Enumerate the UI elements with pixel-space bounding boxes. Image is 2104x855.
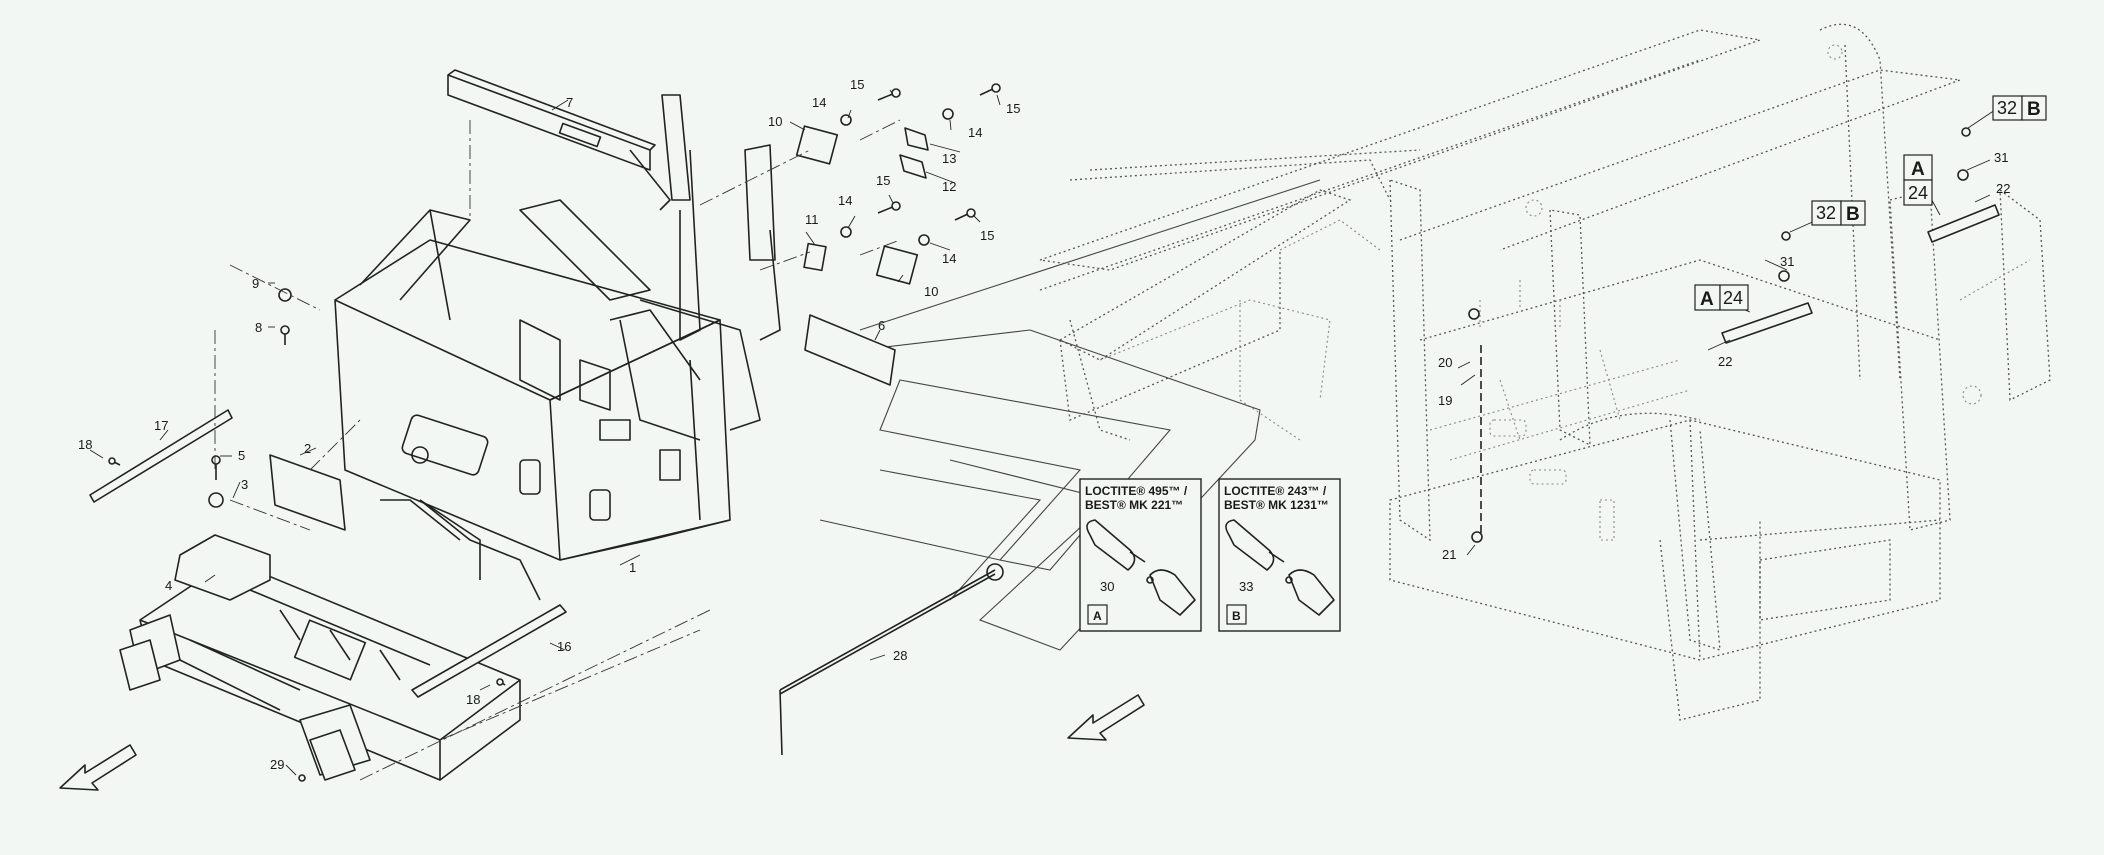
cover-plate-2 — [269, 454, 346, 531]
callout-20: 20 — [1438, 355, 1452, 370]
ref-32-upper-num: 32 — [1997, 98, 2017, 118]
callout-14-b: 14 — [968, 125, 982, 140]
ref-box-32b-lower: 32 B — [1811, 200, 1866, 226]
callout-1: 1 — [629, 560, 636, 575]
callout-10-upper: 10 — [768, 114, 782, 129]
ref-box-a24-stack: A 24 — [1903, 154, 1933, 206]
loctite-a-line1: LOCTITE® 495™ / — [1085, 484, 1188, 498]
callout-29: 29 — [270, 757, 284, 772]
callout-18-b: 18 — [466, 692, 480, 707]
hand-a-icon — [1149, 569, 1196, 616]
callout-2: 2 — [304, 441, 311, 456]
callout-13: 13 — [942, 151, 956, 166]
ref-32-upper-letter: B — [2027, 99, 2041, 120]
shim-22-lower — [1721, 302, 1813, 344]
callout-14-c: 14 — [838, 193, 852, 208]
callout-labels: 1 2 3 4 5 6 7 8 9 10 10 11 12 13 14 14 1… — [78, 77, 2010, 772]
callout-15-d: 15 — [980, 228, 994, 243]
ref-a24-stack-num: 24 — [1908, 183, 1928, 203]
mount-plate-4 — [174, 534, 271, 601]
ref-a24-stack-letter: A — [1911, 159, 1925, 180]
ref-box-32b-upper: 32 B — [1992, 95, 2047, 121]
callout-31-a: 31 — [1780, 254, 1794, 269]
callout-15-b: 15 — [1006, 101, 1020, 116]
strip-17 — [89, 409, 233, 503]
strip-16 — [411, 604, 567, 698]
loctite-a-line2: BEST® MK 221™ — [1085, 498, 1183, 512]
leader-lines — [89, 89, 1996, 776]
callout-22-lower: 22 — [1718, 354, 1732, 369]
ref-box-a24-inline: A 24 — [1694, 284, 1749, 311]
bracket-11 — [803, 242, 827, 272]
loctite-b-number: 33 — [1239, 579, 1253, 594]
loctite-b-line1: LOCTITE® 243™ / — [1224, 484, 1327, 498]
callout-5: 5 — [238, 448, 245, 463]
callout-4: 4 — [165, 578, 172, 593]
adhesive-bottle-b-icon — [1225, 519, 1275, 571]
rod-28 — [779, 563, 1004, 756]
loctite-panel-b: LOCTITE® 243™ / BEST® MK 1231™ 33 B — [1218, 478, 1341, 632]
callout-15-c: 15 — [876, 173, 890, 188]
callout-9: 9 — [252, 276, 259, 291]
callout-28: 28 — [893, 648, 907, 663]
direction-arrow-center — [1067, 694, 1145, 741]
callout-15-a: 15 — [850, 77, 864, 92]
assembled-frame-ghost — [1039, 23, 2051, 721]
callout-10-lower: 10 — [924, 284, 938, 299]
callout-18-a: 18 — [78, 437, 92, 452]
callout-11: 11 — [805, 212, 819, 227]
callout-16: 16 — [557, 639, 571, 654]
loctite-b-letter: B — [1232, 609, 1241, 623]
ref-a24-inline-num: 24 — [1723, 288, 1743, 308]
loctite-a-number: 30 — [1100, 579, 1114, 594]
loctite-a-letter: A — [1093, 609, 1102, 623]
callout-8: 8 — [255, 320, 262, 335]
callout-31-b: 31 — [1994, 150, 2008, 165]
clip-12 — [899, 154, 927, 179]
frame-part-1 — [119, 199, 761, 781]
callout-14-a: 14 — [812, 95, 826, 110]
callout-17: 17 — [154, 418, 168, 433]
loctite-panel-a: LOCTITE® 495™ / BEST® MK 221™ 30 A — [1079, 478, 1202, 632]
callout-12: 12 — [942, 179, 956, 194]
vertical-brackets — [661, 94, 781, 341]
explode-lines — [214, 119, 901, 781]
ref-32-lower-letter: B — [1846, 204, 1860, 225]
callout-21: 21 — [1442, 547, 1456, 562]
clip-13 — [904, 127, 929, 151]
hand-b-icon — [1288, 569, 1335, 616]
ref-a24-inline-letter: A — [1700, 289, 1714, 310]
bracket-10-lower — [875, 245, 919, 285]
shim-22-upper — [1927, 204, 2000, 243]
callout-3: 3 — [241, 477, 248, 492]
callout-14-d: 14 — [942, 251, 956, 266]
callout-22-upper: 22 — [1996, 181, 2010, 196]
callout-6: 6 — [878, 318, 885, 333]
bracket-10-upper — [795, 125, 839, 165]
callout-19: 19 — [1438, 393, 1452, 408]
adhesive-bottle-a-icon — [1086, 519, 1136, 571]
callout-7: 7 — [566, 95, 573, 110]
cross-member-7 — [447, 69, 671, 211]
direction-arrow-left — [59, 744, 137, 791]
ref-32-lower-num: 32 — [1816, 203, 1836, 223]
plate-6 — [804, 314, 896, 386]
loctite-b-line2: BEST® MK 1231™ — [1224, 498, 1329, 512]
